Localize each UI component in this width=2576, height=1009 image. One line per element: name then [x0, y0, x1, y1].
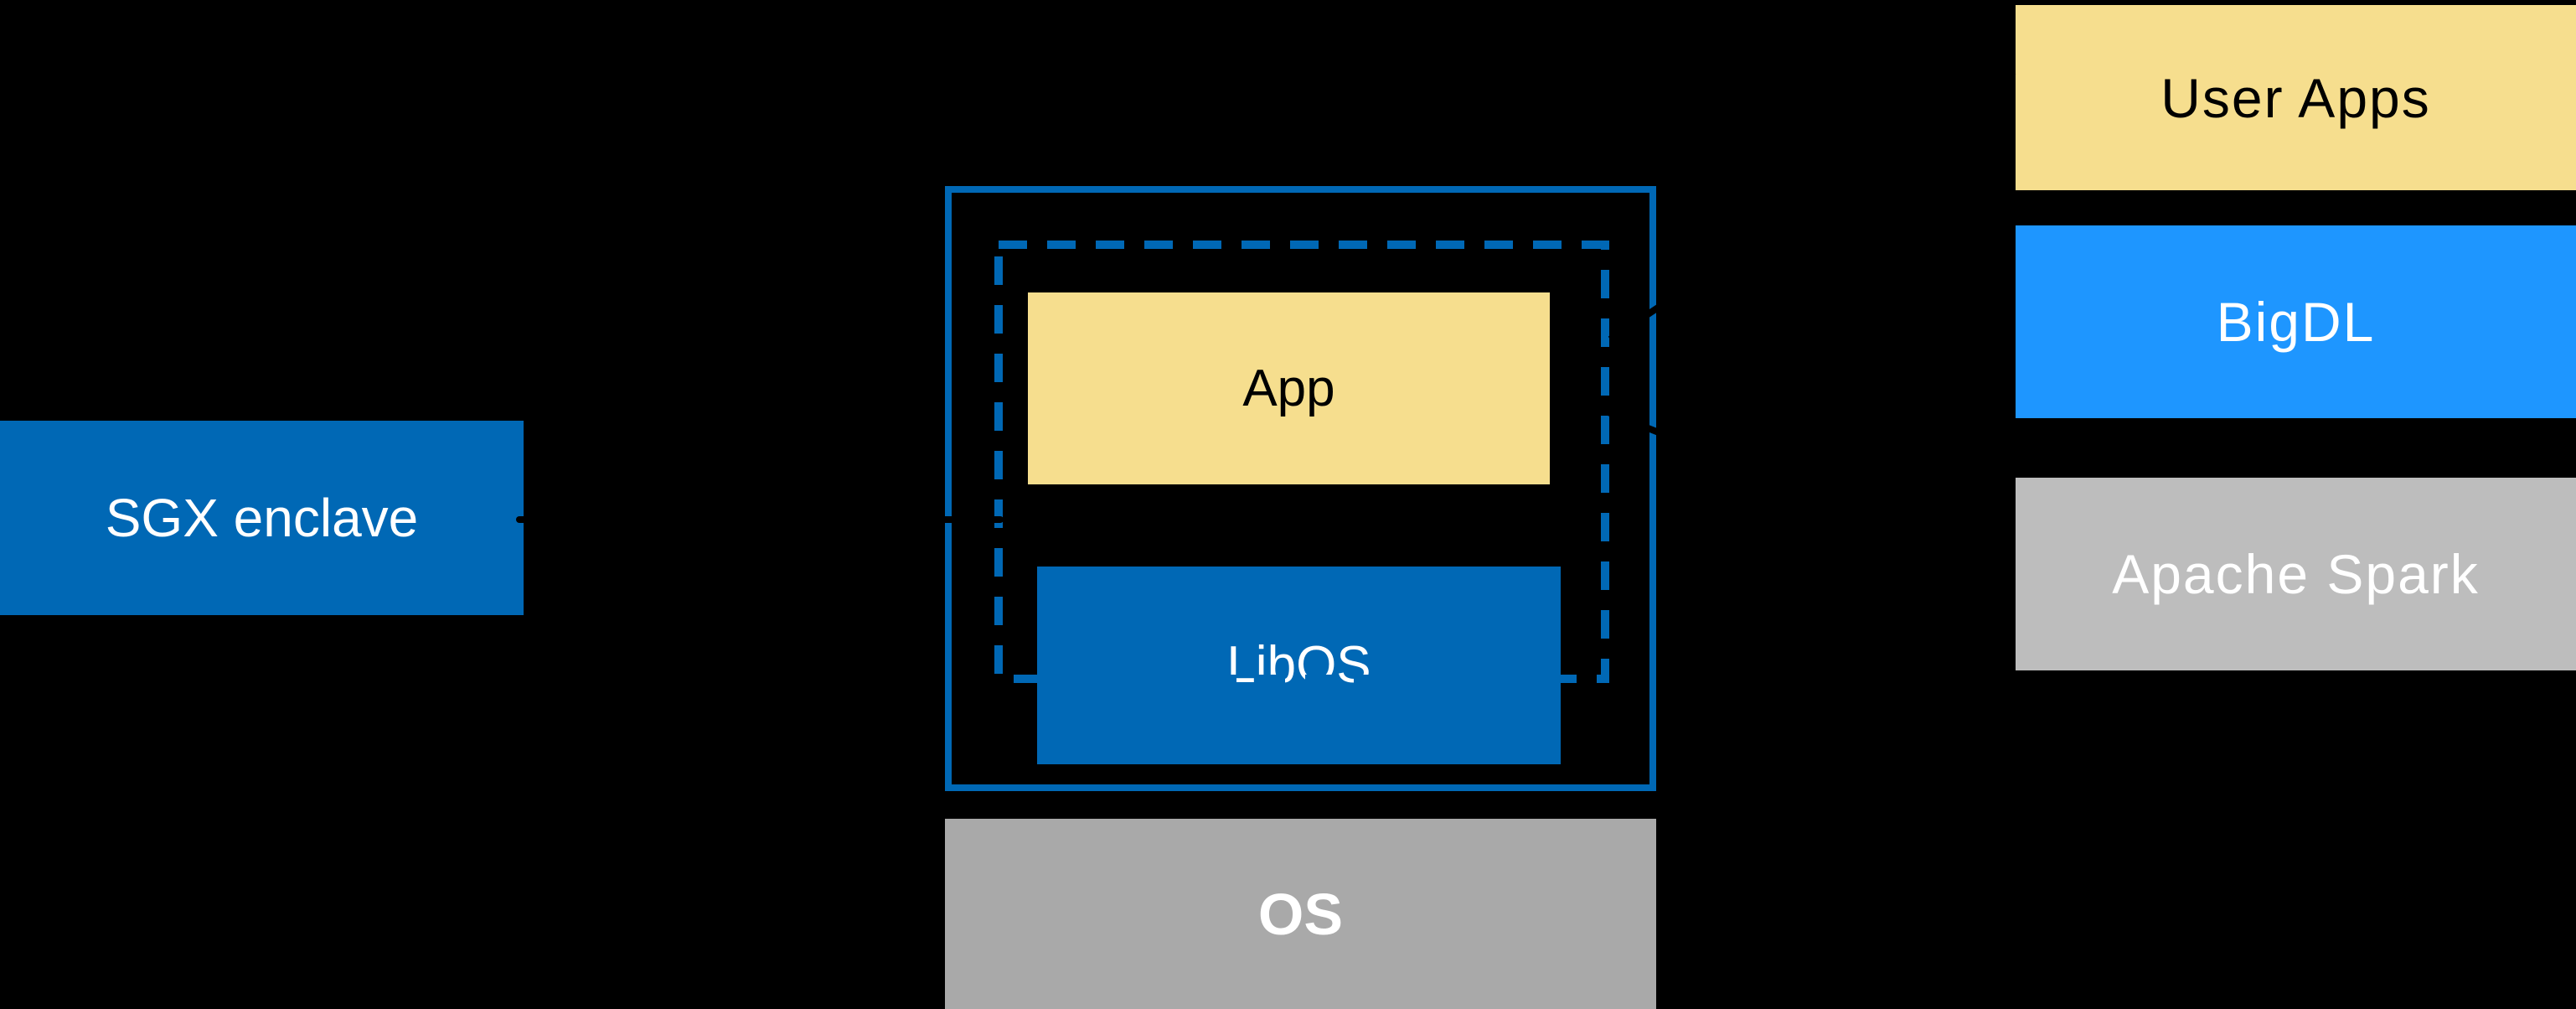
app-label: App	[1242, 359, 1335, 417]
bigdl-label: BigDL	[2216, 291, 2376, 353]
apache-spark-box: Apache Spark	[2016, 478, 2576, 670]
bigdl-box: BigDL	[2016, 225, 2576, 418]
apache-spark-label: Apache Spark	[2112, 543, 2480, 605]
os-label: OS	[1257, 881, 1344, 947]
connector-userapps-to-enclave	[1608, 68, 2016, 343]
user-apps-box: User Apps	[2016, 5, 2576, 190]
sgx-enclave-label: SGX enclave	[105, 488, 419, 548]
libos-label: LibOS	[1226, 636, 1371, 694]
app-box: App	[1028, 292, 1550, 484]
libos-box: LibOS	[1037, 567, 1561, 764]
user-apps-label: User Apps	[2160, 66, 2431, 129]
os-box: OS	[945, 819, 1656, 1009]
sgx-enclave-box: SGX enclave	[0, 421, 524, 615]
